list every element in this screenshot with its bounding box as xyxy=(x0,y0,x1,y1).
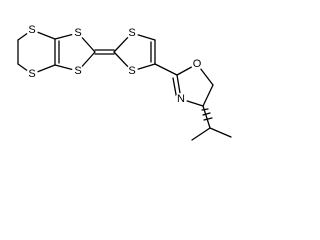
atom-labels: S S S S S S O N xyxy=(26,24,203,105)
sulfur-atom-label: S xyxy=(128,65,135,77)
bond xyxy=(202,84,214,107)
bond xyxy=(203,117,213,121)
sulfur-atom-label: S xyxy=(74,65,81,77)
bonds xyxy=(17,29,232,141)
molecule-structure: S S S S S S O N xyxy=(17,24,232,141)
oxygen-atom-label: O xyxy=(193,58,202,70)
bond xyxy=(201,108,209,111)
sulfur-atom-label: S xyxy=(28,24,35,36)
sulfur-atom-label: S xyxy=(28,68,35,80)
sulfur-atom-label: S xyxy=(74,27,81,39)
bond xyxy=(202,112,211,116)
bond xyxy=(209,127,232,138)
bond xyxy=(154,63,178,76)
nitrogen-atom-label: N xyxy=(177,93,185,105)
bond xyxy=(191,127,211,141)
sulfur-atom-label: S xyxy=(128,27,135,39)
